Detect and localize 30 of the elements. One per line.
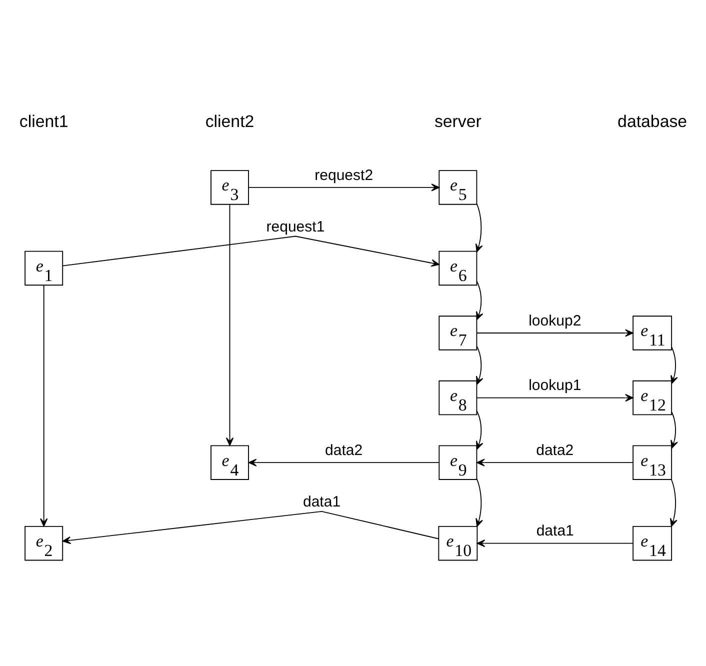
arrow [476,394,634,402]
edge-label: data1 [302,494,341,511]
edge-label: data1 [536,522,574,540]
arrow [476,346,484,385]
arrow [475,203,483,252]
arrow [62,510,439,544]
arrow [670,411,678,449]
arrow [476,540,634,548]
arrow [670,479,678,527]
arrow [62,236,440,267]
arrow [248,458,440,466]
arrow [476,410,484,450]
label: server [434,112,482,131]
arrow [226,204,234,446]
arrow [476,329,634,337]
label: database [618,112,688,131]
edge-label: lookup2 [528,312,582,330]
edge-label: data2 [536,442,574,459]
arrow [670,346,678,384]
edge-label: data2 [325,442,363,459]
arrow [40,284,48,527]
arrow [248,184,440,192]
arrow [476,478,483,527]
label: client2 [205,112,254,131]
label: client1 [19,112,68,131]
edge-label: request1 [266,218,325,236]
arrow [476,280,484,320]
edge-label: request2 [314,166,374,184]
edge-label: lookup1 [528,377,582,394]
arrow [476,458,634,466]
